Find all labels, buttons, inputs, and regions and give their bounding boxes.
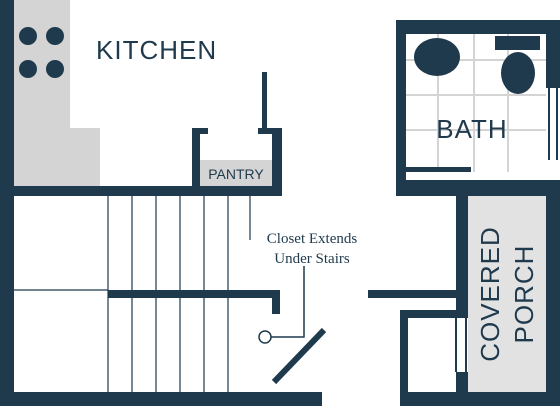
burner-icon [19, 27, 37, 45]
bath-fixtures [405, 36, 540, 172]
toilet-tank-icon [495, 36, 540, 50]
kitchen-label: KITCHEN [96, 35, 217, 65]
wall-stair-mid [108, 290, 280, 298]
closet-note-line1: Closet Extends [267, 231, 358, 247]
stove-icon [19, 27, 64, 78]
wall-pantry-left [192, 128, 200, 196]
wall-hall-stub [368, 290, 456, 298]
wall-pantry-right [272, 128, 282, 196]
bath-label: BATH [436, 114, 507, 144]
staircase [14, 196, 251, 392]
burner-icon [19, 60, 37, 78]
toilet-bowl-icon [501, 52, 535, 94]
wall-kitchen-south [14, 186, 198, 196]
burner-icon [46, 27, 64, 45]
burner-icon [46, 60, 64, 78]
closet-door [271, 327, 327, 385]
door-knob-icon [258, 330, 272, 344]
pantry-label: PANTRY [208, 166, 264, 182]
annotation-leader [258, 266, 305, 344]
closet-note-line2: Under Stairs [274, 251, 350, 267]
bathtub-edge-icon [405, 167, 471, 172]
covered-porch-area [468, 196, 546, 392]
bath-window [546, 88, 560, 160]
wall-bath-top [396, 20, 560, 34]
porch-label-line1: COVERED [475, 226, 505, 362]
wall-pantry-left-cap [192, 128, 208, 134]
pantry-area [200, 160, 272, 186]
wall-bath-bottom [396, 180, 560, 196]
porch-label-line2: PORCH [509, 245, 539, 344]
wall-bottom [0, 392, 322, 406]
wall-left [0, 0, 14, 392]
wall-closet-stub [272, 290, 280, 314]
wall-entry-horizontal [400, 310, 464, 318]
wall-entry-stub [400, 318, 408, 396]
wall-right [546, 180, 560, 392]
wall-bath-right [546, 20, 560, 88]
wall-bath-left [396, 20, 406, 196]
wall-bottom-right [400, 392, 560, 406]
porch-door-frame [454, 318, 468, 372]
wall-pantry-bottom [192, 186, 282, 196]
bathroom-sink-icon [414, 38, 460, 76]
wall-kitchen-east [262, 72, 267, 130]
wall-pantry-right-cap [258, 128, 282, 134]
